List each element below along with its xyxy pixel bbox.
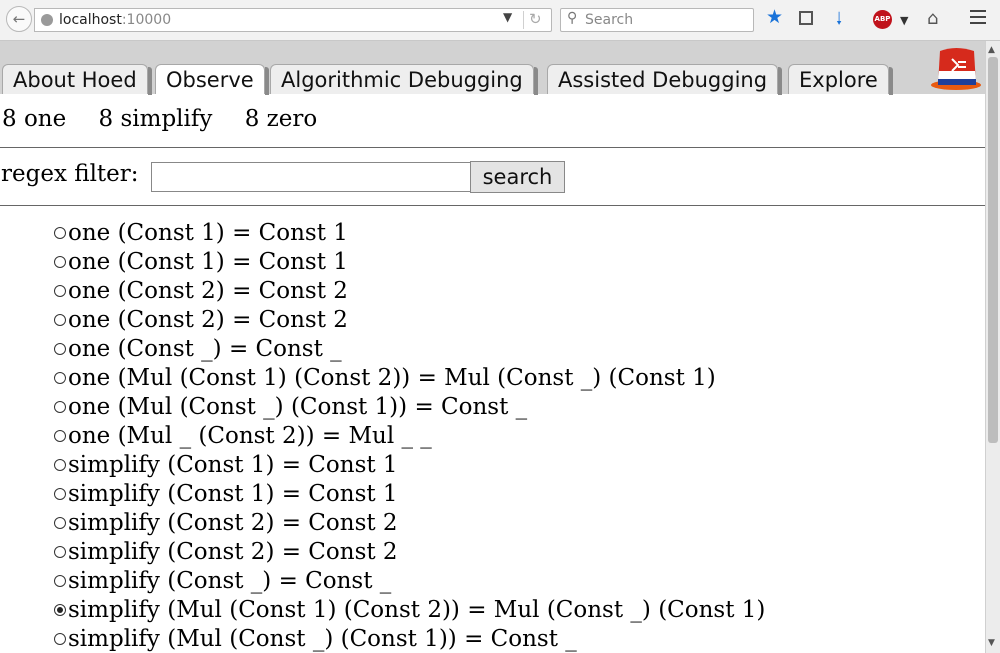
count-one[interactable]: 8 one xyxy=(2,106,67,132)
search-icon: ⚲ xyxy=(567,10,578,26)
list-item[interactable]: one (Const 2) = Const 2 xyxy=(52,276,765,305)
observation-text: simplify (Mul (Const 1) (Const 2)) = Mul… xyxy=(68,596,766,623)
radio-button[interactable] xyxy=(54,632,66,645)
radio-button[interactable] xyxy=(54,400,66,413)
tab-label: Algorithmic Debugging xyxy=(281,68,523,92)
list-item[interactable]: one (Const 2) = Const 2 xyxy=(52,305,765,334)
observation-text: one (Mul (Const _) (Const 1)) = Const _ xyxy=(68,393,528,420)
radio-button[interactable] xyxy=(54,284,66,297)
observation-text: one (Const 1) = Const 1 xyxy=(68,219,348,246)
tab-label: About Hoed xyxy=(13,68,137,92)
url-port: :10000 xyxy=(121,12,172,28)
radio-button[interactable] xyxy=(54,545,66,558)
radio-button[interactable] xyxy=(54,371,66,384)
browser-search-placeholder: Search xyxy=(585,12,634,28)
tab-about-hoed[interactable]: About Hoed xyxy=(2,64,152,95)
hamburger-menu-icon[interactable] xyxy=(970,10,986,28)
globe-icon xyxy=(41,14,53,26)
list-item[interactable]: one (Const 1) = Const 1 xyxy=(52,247,765,276)
list-item[interactable]: one (Mul (Const 1) (Const 2)) = Mul (Con… xyxy=(52,363,765,392)
radio-button[interactable] xyxy=(54,487,66,500)
observation-text: simplify (Const 1) = Const 1 xyxy=(68,451,398,478)
adblock-dropdown-icon[interactable]: ▼ xyxy=(900,14,909,27)
observe-page: 8 one 8 simplify 8 zero regex filter: se… xyxy=(0,94,985,653)
download-icon[interactable]: 🠓 xyxy=(836,9,843,29)
address-bar[interactable]: localhost:10000 ▼ ↻ xyxy=(34,8,552,32)
regex-filter-label: regex filter: xyxy=(1,161,139,187)
radio-button[interactable] xyxy=(54,458,66,471)
scroll-down-arrow-icon[interactable]: ▼ xyxy=(988,638,995,648)
search-button[interactable]: search xyxy=(470,161,565,193)
tab-assisted-debugging[interactable]: Assisted Debugging xyxy=(547,64,783,95)
radio-button[interactable] xyxy=(54,574,66,587)
observation-text: one (Const 2) = Const 2 xyxy=(68,277,348,304)
list-item[interactable]: one (Const _) = Const _ xyxy=(52,334,765,363)
divider xyxy=(0,147,985,148)
radio-button[interactable] xyxy=(54,255,66,268)
radio-button[interactable] xyxy=(54,342,66,355)
url-host: localhost xyxy=(59,12,122,28)
observation-text: simplify (Const 1) = Const 1 xyxy=(68,480,398,507)
scrollbar-thumb[interactable] xyxy=(988,57,998,443)
back-arrow-icon[interactable]: ← xyxy=(6,6,32,32)
url-history-dropdown-icon[interactable]: ▼ xyxy=(503,10,513,24)
browser-search-box[interactable]: ⚲ Search xyxy=(560,8,754,32)
tab-label: Observe xyxy=(166,68,254,92)
adblock-icon[interactable]: ABP xyxy=(873,10,892,29)
bookmark-star-icon[interactable]: ★ xyxy=(766,6,784,28)
tab-label: Assisted Debugging xyxy=(558,68,768,92)
list-item[interactable]: simplify (Const _) = Const _ xyxy=(52,566,765,595)
tab-explore[interactable]: Explore xyxy=(788,64,893,95)
tab-observe[interactable]: Observe xyxy=(155,64,269,95)
url-text[interactable]: localhost:10000 xyxy=(59,12,171,28)
observation-text: one (Mul _ (Const 2)) = Mul _ _ xyxy=(68,422,432,449)
radio-button[interactable] xyxy=(54,226,66,239)
list-item[interactable]: simplify (Mul (Const _) (Const 1)) = Con… xyxy=(52,624,765,653)
reading-list-icon[interactable] xyxy=(799,11,813,25)
radio-button[interactable] xyxy=(54,313,66,326)
observation-text: simplify (Mul (Const _) (Const 1)) = Con… xyxy=(68,625,577,652)
list-item[interactable]: simplify (Const 1) = Const 1 xyxy=(52,479,765,508)
app-tab-strip: About Hoed Observe Algorithmic Debugging… xyxy=(0,41,985,95)
observation-text: one (Const 2) = Const 2 xyxy=(68,306,348,333)
radio-button[interactable] xyxy=(54,429,66,442)
observation-text: one (Const 1) = Const 1 xyxy=(68,248,348,275)
tab-algorithmic-debugging[interactable]: Algorithmic Debugging xyxy=(270,64,538,95)
count-zero[interactable]: 8 zero xyxy=(244,106,318,132)
count-simplify[interactable]: 8 simplify xyxy=(98,106,213,132)
list-item[interactable]: simplify (Const 1) = Const 1 xyxy=(52,450,765,479)
browser-toolbar: ← localhost:10000 ▼ ↻ ⚲ Search ★ 🠓 ABP ▼… xyxy=(0,0,1000,41)
list-item[interactable]: simplify (Const 2) = Const 2 xyxy=(52,508,765,537)
list-item[interactable]: one (Mul (Const _) (Const 1)) = Const _ xyxy=(52,392,765,421)
observation-text: simplify (Const _) = Const _ xyxy=(68,567,392,594)
radio-button[interactable] xyxy=(54,516,66,529)
list-item[interactable]: simplify (Mul (Const 1) (Const 2)) = Mul… xyxy=(52,595,765,624)
reload-icon[interactable]: ↻ xyxy=(529,10,542,28)
divider xyxy=(0,205,985,206)
list-item[interactable]: one (Mul _ (Const 2)) = Mul _ _ xyxy=(52,421,765,450)
page-scrollbar[interactable]: ▲ ▼ xyxy=(985,41,1000,653)
observation-text: one (Const _) = Const _ xyxy=(68,335,342,362)
list-item[interactable]: one (Const 1) = Const 1 xyxy=(52,218,765,247)
tab-label: Explore xyxy=(799,68,878,92)
function-counts: 8 one 8 simplify 8 zero xyxy=(2,106,342,132)
hoed-hat-logo xyxy=(931,48,981,90)
scroll-up-arrow-icon[interactable]: ▲ xyxy=(988,45,995,55)
list-item[interactable]: simplify (Const 2) = Const 2 xyxy=(52,537,765,566)
radio-button[interactable] xyxy=(54,603,66,616)
observation-text: simplify (Const 2) = Const 2 xyxy=(68,538,398,565)
observation-text: one (Mul (Const 1) (Const 2)) = Mul (Con… xyxy=(68,364,716,391)
regex-filter-input[interactable] xyxy=(151,162,471,192)
url-separator xyxy=(523,11,524,29)
observation-text: simplify (Const 2) = Const 2 xyxy=(68,509,398,536)
home-icon[interactable]: ⌂ xyxy=(927,8,939,29)
